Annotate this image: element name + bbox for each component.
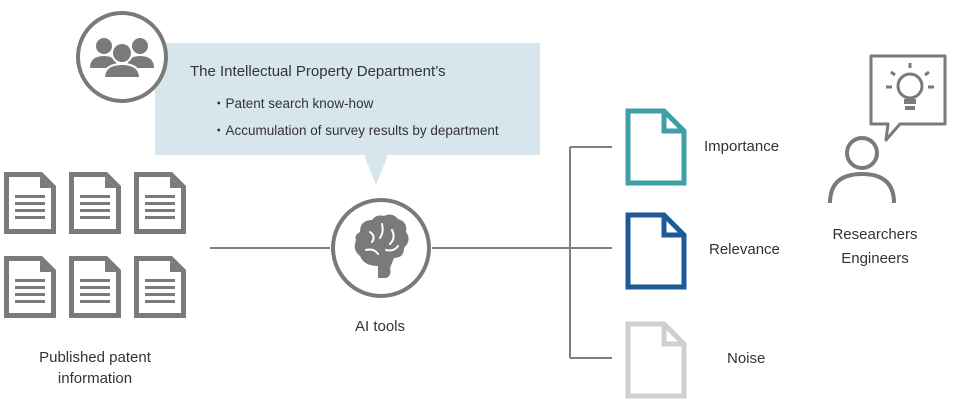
document-icon xyxy=(4,172,56,234)
relevance-label: Relevance xyxy=(709,241,780,258)
document-icon xyxy=(69,172,121,234)
users-label-researchers: Researchers xyxy=(832,226,918,243)
lightbulb-icon xyxy=(886,63,934,110)
connector-lines xyxy=(210,146,612,359)
callout-bullet-know-how: ・Patent search know-how xyxy=(212,96,374,111)
document-icon xyxy=(134,172,186,234)
doc-importance-icon xyxy=(625,108,687,186)
group-icon xyxy=(76,11,168,103)
noise-label: Noise xyxy=(727,350,766,367)
published-patent-label: Published patent information xyxy=(0,347,190,389)
brain-icon xyxy=(331,198,431,298)
users-label: Researchers Engineers xyxy=(795,223,955,271)
published-patent-label-line2: information xyxy=(57,370,133,387)
published-patent-label-line1: Published patent xyxy=(39,349,151,366)
callout-bullet-accumulation: ・Accumulation of survey results by depar… xyxy=(212,123,499,138)
users-label-engineers: Engineers xyxy=(841,250,909,267)
person-icon xyxy=(828,136,896,204)
doc-noise-icon xyxy=(625,321,687,399)
doc-relevance-icon xyxy=(625,212,687,290)
importance-label: Importance xyxy=(704,138,780,155)
ai-tools-label: AI tools xyxy=(354,318,406,335)
document-icon xyxy=(69,256,121,318)
document-icon xyxy=(134,256,186,318)
patent-documents xyxy=(4,172,186,318)
callout-title: The Intellectual Property Department’s xyxy=(190,63,446,80)
document-icon xyxy=(4,256,56,318)
callout-bubble xyxy=(155,43,540,185)
